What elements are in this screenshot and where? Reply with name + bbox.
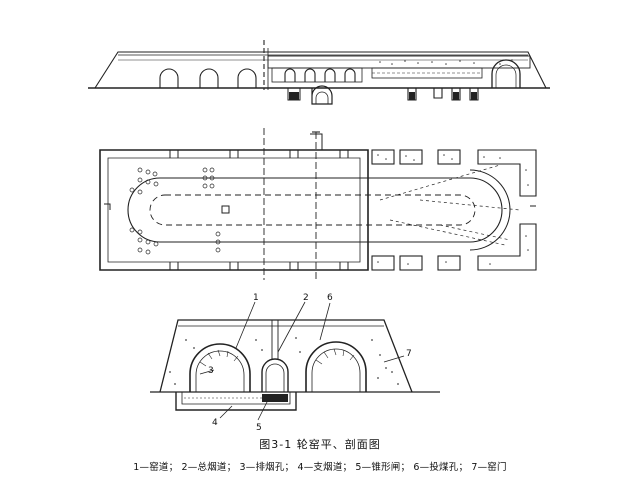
figure-title: 图3-1 轮窑平、剖面图 [259, 438, 381, 451]
callout-label: 5 [256, 423, 262, 433]
callout-label: 2 [303, 293, 309, 303]
cross-section-view [150, 319, 440, 411]
callout-label: 4 [212, 418, 218, 428]
callout-label: 1 [253, 293, 259, 303]
callout-label: 7 [406, 349, 412, 359]
figure-legend: 1—窑道； 2—总烟道； 3—排烟孔； 4—支烟道； 5—锥形闸； 6—投煤孔；… [133, 462, 507, 473]
callout-label: 6 [327, 293, 333, 303]
callout-label: 3 [208, 366, 214, 376]
elevation-view [88, 40, 550, 105]
plan-view [99, 128, 537, 280]
callout-leaders [199, 301, 405, 421]
